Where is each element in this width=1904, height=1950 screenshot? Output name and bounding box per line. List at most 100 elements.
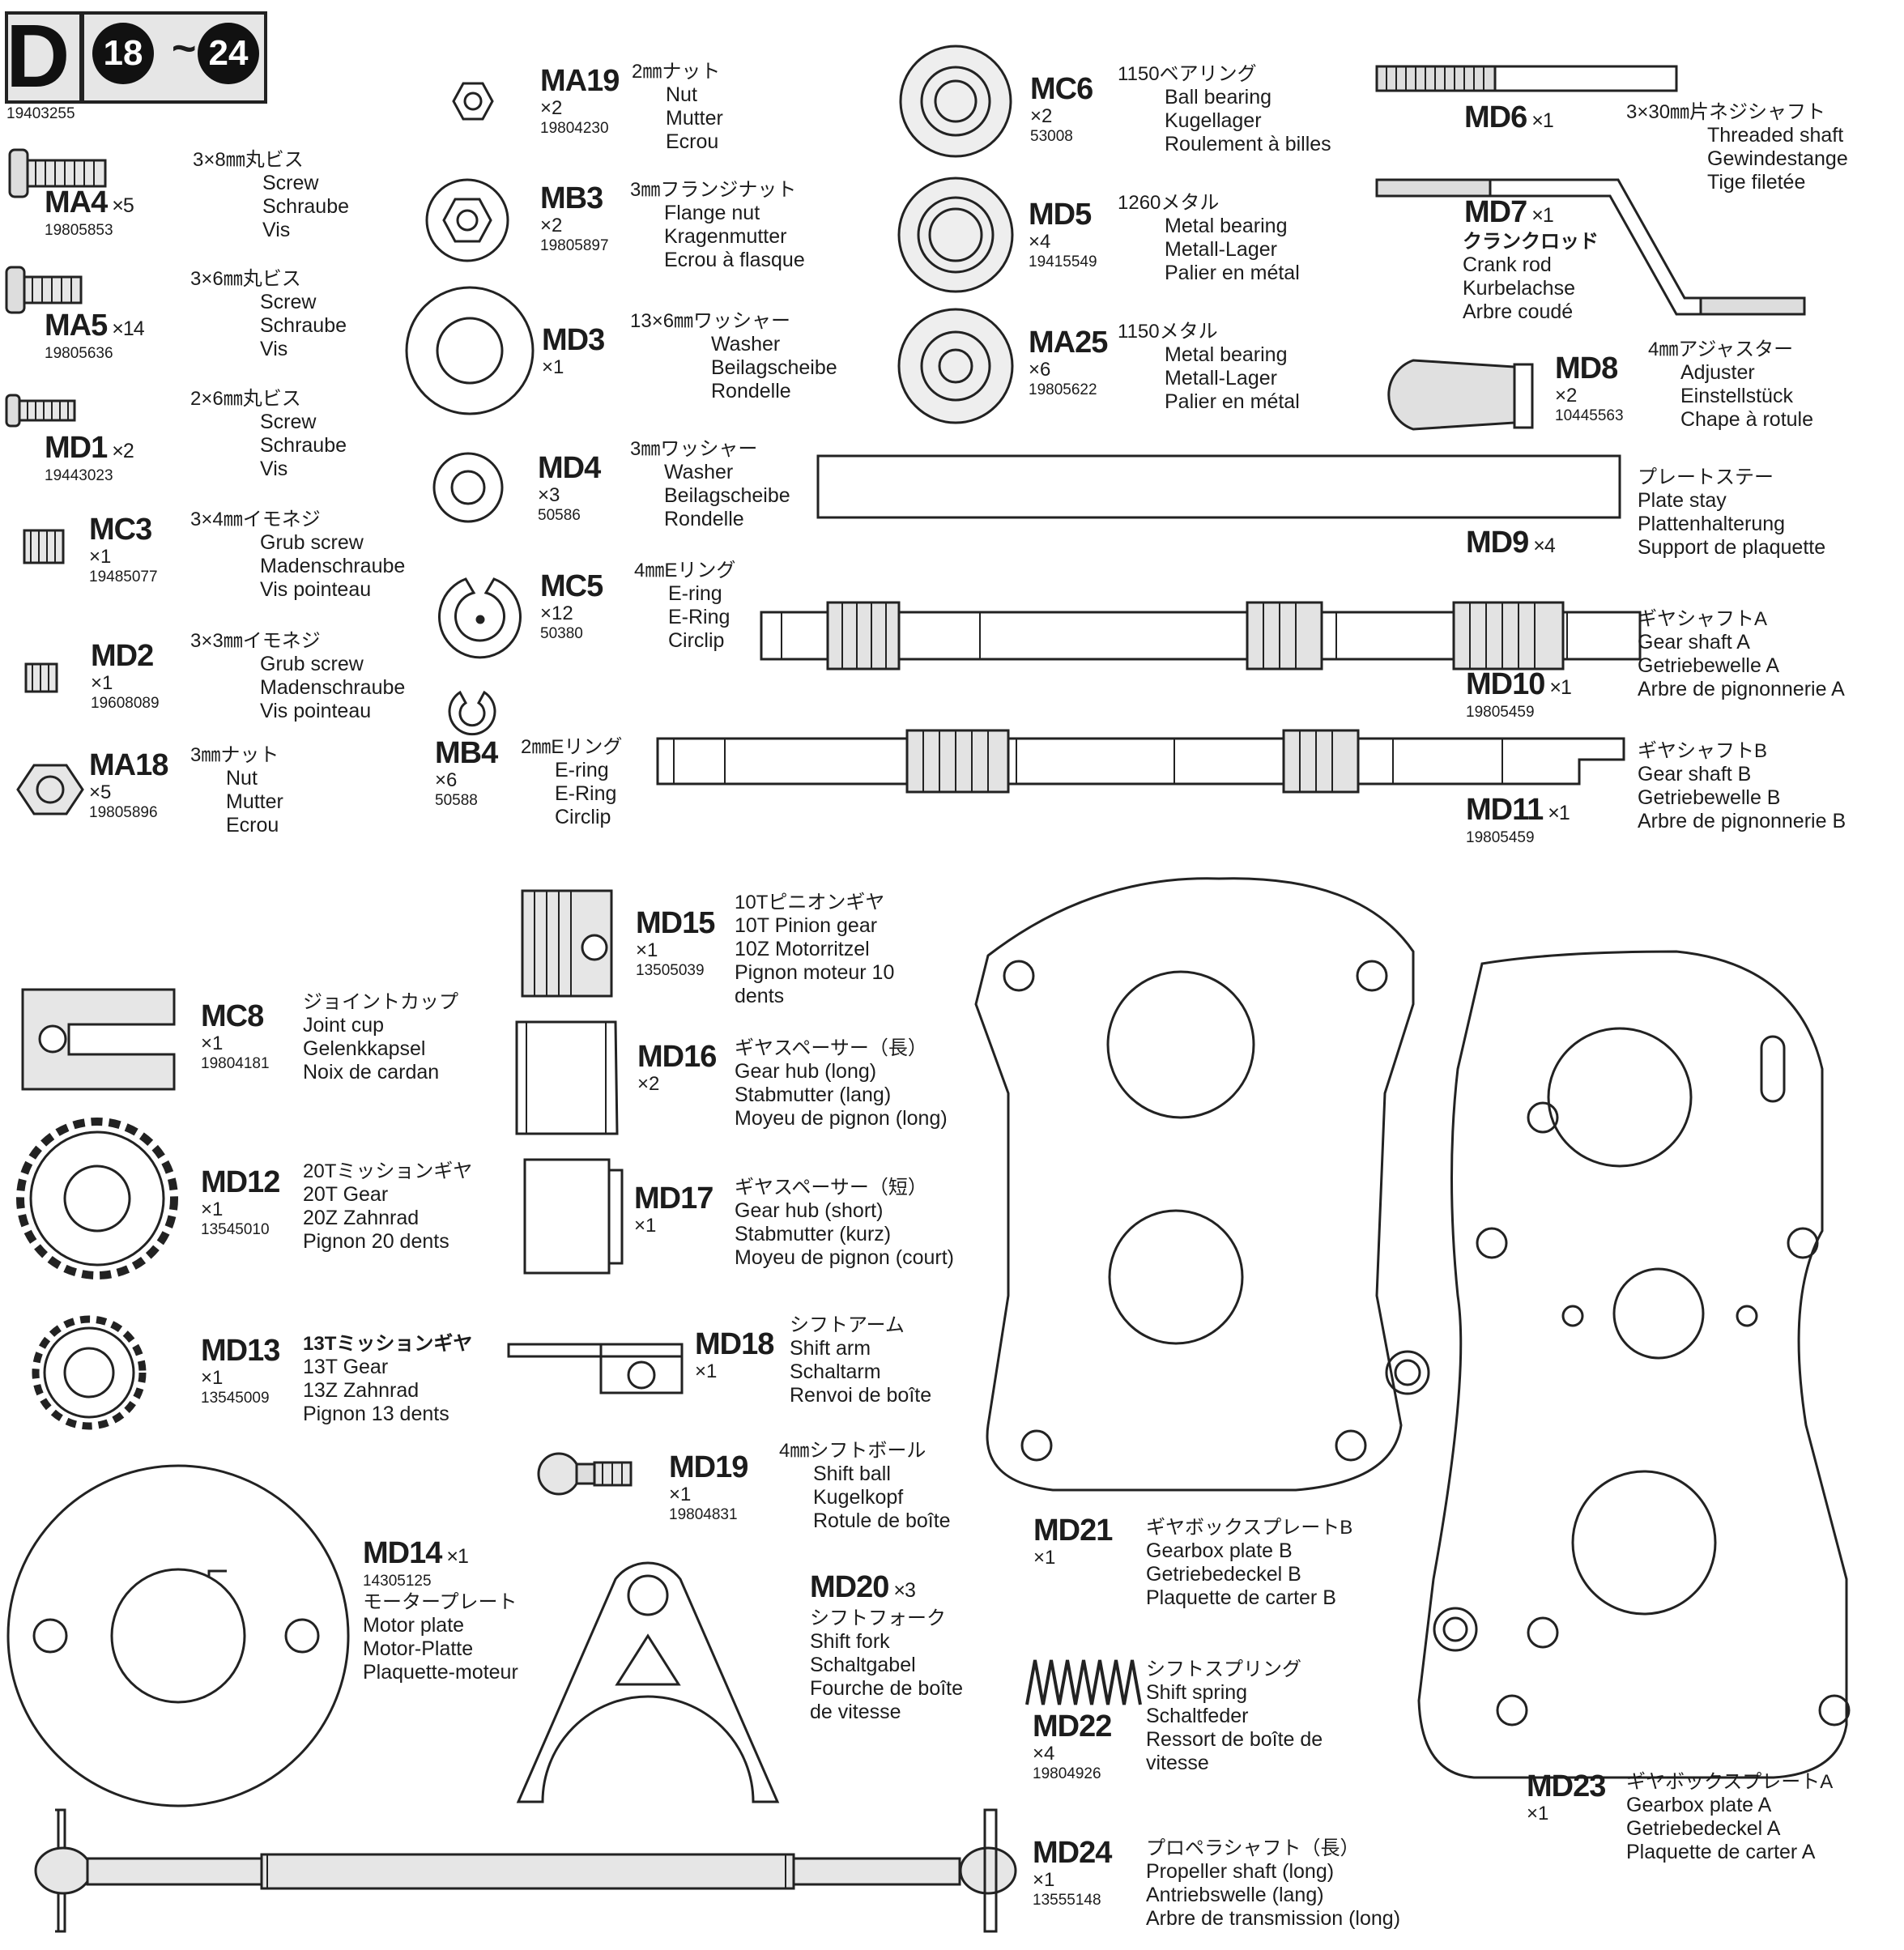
part-qty: ×1 (201, 1032, 224, 1054)
ma5-screw-icon (6, 267, 81, 313)
step-to-badge: 24 (198, 23, 259, 84)
part-number: 19804230 (540, 120, 609, 137)
part-code: MD21 (1033, 1514, 1113, 1548)
part-number: 19805622 (1029, 381, 1097, 398)
desc-jp: 3㎜ナット (190, 744, 279, 766)
part-code: MA19 (540, 64, 620, 98)
part-code: MD17 (634, 1181, 713, 1216)
desc-de: Schraube (260, 314, 347, 337)
desc-fr-cont: dents (735, 985, 785, 1007)
desc-de: Kugelkopf (813, 1486, 904, 1509)
desc-en: Threaded shaft (1707, 124, 1844, 147)
desc-de: Schaltarm (790, 1360, 881, 1383)
part-md22: MD22 ×4 19804926 (1033, 1710, 1112, 1783)
desc-jp: シフトアーム (790, 1314, 905, 1336)
desc-de: 20Z Zahnrad (303, 1207, 420, 1229)
part-qty: ×1 (1531, 204, 1553, 227)
desc-jp: 2㎜Eリング (521, 736, 623, 758)
part-ma19: MA19 ×2 19804230 (540, 64, 620, 138)
desc-en: Screw (262, 172, 319, 194)
desc-fr: Arbre de pignonnerie B (1638, 810, 1846, 832)
desc-en: Shift fork (810, 1630, 890, 1653)
part-number: 14305125 (363, 1573, 432, 1590)
part-number: 13545009 (201, 1390, 270, 1407)
desc-de: Einstellstück (1680, 385, 1793, 407)
part-code: MC5 (540, 569, 603, 603)
desc-fr: Vis (260, 338, 288, 360)
desc-de: Motor-Platte (363, 1637, 474, 1660)
part-code: MD11 (1466, 793, 1544, 827)
desc-jp: ギヤボックスプレートA (1626, 1771, 1834, 1793)
desc-fr: Arbre de pignonnerie A (1638, 678, 1845, 700)
desc-fr: Ecrou à flasque (664, 249, 805, 271)
md10-gear-shaft-icon (761, 602, 1640, 669)
desc-de: Schraube (262, 195, 350, 218)
desc-jp: 3×4㎜イモネジ (190, 509, 321, 530)
part-qty: ×4 (1533, 534, 1555, 557)
desc-de: Stabmutter (kurz) (735, 1223, 892, 1245)
part-number: 50586 (538, 507, 581, 524)
part-qty: ×1 (634, 1215, 657, 1237)
desc-fr: Rotule de boîte (813, 1509, 951, 1532)
part-code: MD1 (45, 431, 108, 465)
md9-plate-stay-icon (818, 456, 1620, 517)
desc-en: Shift arm (790, 1337, 871, 1360)
md24-propeller-shaft-icon (36, 1810, 1016, 1931)
desc-en: Gearbox plate B (1146, 1539, 1293, 1562)
desc-jp: ギヤスペーサー（短） (735, 1177, 927, 1199)
desc-jp: ギヤシャフトB (1638, 740, 1768, 762)
desc-fr: Vis (262, 219, 291, 241)
desc-jp: 20Tミッションギヤ (303, 1160, 473, 1182)
md1-screw-icon (6, 395, 75, 426)
part-md15: MD15 ×1 13505039 (636, 907, 715, 980)
desc-fr: Rondelle (711, 380, 791, 402)
desc-en: Washer (711, 333, 781, 356)
part-md8: MD8 ×2 10445563 (1555, 352, 1624, 425)
part-code: MD3 (542, 323, 605, 357)
desc-fr: Ecrou (666, 130, 719, 153)
md22-spring-icon (1027, 1660, 1140, 1705)
part-number: 19485077 (89, 568, 158, 585)
desc-jp: シフトフォーク (810, 1607, 946, 1629)
part-mc3: MC3 ×1 19485077 (89, 513, 158, 586)
part-qty: ×1 (636, 939, 658, 961)
desc-en: Metal bearing (1165, 215, 1288, 237)
desc-jp: 3×3㎜イモネジ (190, 630, 321, 652)
md7-crank-rod-icon (1377, 180, 1804, 314)
part-code: MD2 (91, 639, 154, 673)
desc-de: E-Ring (668, 606, 731, 628)
part-number: 19805636 (45, 345, 113, 362)
desc-fr: Palier en métal (1165, 262, 1300, 284)
desc-jp: 3×30㎜片ネジシャフト (1626, 101, 1826, 123)
part-md12: MD12 ×1 13545010 (201, 1166, 280, 1239)
part-qty: ×1 (542, 356, 564, 378)
desc-en: 10T Pinion gear (735, 914, 878, 937)
desc-de: Schaltgabel (810, 1654, 916, 1676)
desc-de: Madenschraube (260, 676, 406, 699)
desc-jp: 13×6㎜ワッシャー (630, 310, 791, 332)
desc-fr: Plaquette de carter A (1626, 1841, 1816, 1863)
desc-jp: プレートステー (1638, 466, 1774, 488)
desc-jp: モータープレート (363, 1591, 518, 1613)
desc-fr: Plaquette-moteur (363, 1661, 518, 1684)
part-md2: MD2 ×1 19608089 (91, 640, 160, 713)
part-md16-desc: ギヤスペーサー（長） Gear hub (long)Stabmutter (la… (735, 1037, 948, 1130)
part-md10: MD10×1 19805459 (1466, 668, 1572, 722)
part-qty: ×1 (201, 1199, 224, 1220)
part-md11: MD11×1 19805459 (1466, 794, 1570, 847)
part-code: MD7 (1464, 195, 1527, 229)
